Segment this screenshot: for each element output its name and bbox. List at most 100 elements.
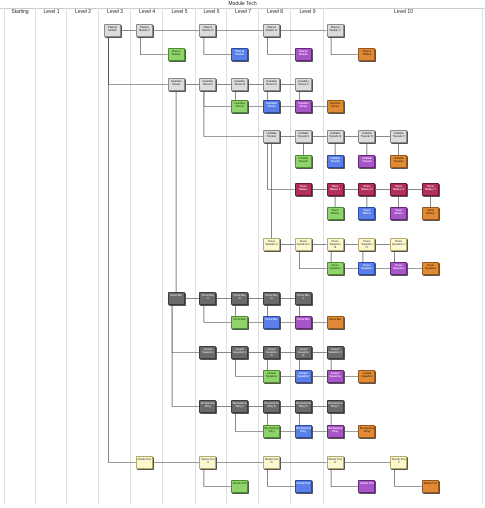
tech-node[interactable]: Bombardment Wing (199, 400, 217, 413)
tech-node[interactable]: Unifiable Torpedo (294, 155, 312, 168)
tech-node[interactable]: Bombardment Wing (358, 425, 376, 438)
tech-node[interactable]: Stone Battery IV (390, 183, 408, 196)
tech-node[interactable]: Assault Squadron (358, 370, 376, 383)
tech-node[interactable]: Unifiable Torpedo II (294, 130, 312, 143)
tech-node[interactable]: Plasma Module IV (263, 24, 280, 37)
tech-node[interactable]: Guardian Stones (231, 100, 249, 113)
tech-node[interactable]: Stone Battery V (422, 183, 439, 196)
tech-node[interactable]: Drone Bay III (231, 292, 249, 305)
tech-node[interactable]: Bombardment Wing III (263, 400, 280, 413)
tech-node[interactable]: Bombardment Wing IV (294, 400, 312, 413)
tech-node[interactable]: Drone Bay (294, 316, 312, 329)
tech-node[interactable]: Missile Pod II (199, 456, 217, 469)
level-header-8: Level 8 (266, 9, 284, 15)
level-column-0 (4, 8, 36, 504)
tech-node[interactable]: Drone Squadron (390, 262, 408, 275)
tech-node[interactable]: Drone Bay (326, 316, 344, 329)
tech-node[interactable]: Stone Battery (358, 207, 376, 220)
connector-n75-n79 (267, 469, 295, 487)
tech-node[interactable]: Drone Bay IV (263, 292, 280, 305)
tech-node[interactable]: Plasma Module (358, 48, 376, 61)
level-column-3 (99, 8, 131, 504)
tech-node[interactable]: Plasma Module (231, 48, 249, 61)
tech-node[interactable]: Stone Battery III (358, 183, 376, 196)
tech-node[interactable]: Drone Squadron III (326, 238, 344, 251)
tech-node[interactable]: Stone Battery (294, 183, 312, 196)
tech-node[interactable]: Drone Squadron II (294, 238, 312, 251)
connector-n47-n51 (203, 305, 232, 323)
tech-node[interactable]: Plasma Module (294, 48, 312, 61)
connector-n11-n19 (203, 91, 263, 137)
tech-node[interactable]: Missile Pod IV (326, 456, 344, 469)
tech-node[interactable]: Drone Bay (263, 316, 280, 329)
level-column-9 (291, 8, 324, 504)
tech-node[interactable]: Guardian Stones IV (263, 78, 280, 91)
tech-node[interactable]: Drone Squadron V (390, 238, 408, 251)
tech-node[interactable]: Missile Pod (358, 480, 376, 493)
level-header-4: Level 4 (138, 9, 156, 15)
tech-node[interactable]: Missile Pod (294, 480, 312, 493)
tech-node[interactable]: Unifiable Torpedo V (390, 130, 408, 143)
level-header-2: Level 2 (74, 9, 92, 15)
tech-node[interactable]: Unifiable Torpedo (263, 130, 280, 143)
connector-n38-n42 (298, 251, 327, 269)
tech-node[interactable]: Stone Battery (422, 207, 439, 220)
tech-node[interactable]: Assault Squadron (294, 370, 312, 383)
tech-node[interactable]: Drone Squadron IV (358, 238, 376, 251)
tech-node[interactable]: Assault Squadron (326, 370, 344, 383)
page-title: Module Tech (0, 0, 485, 9)
tech-node[interactable]: Stone Battery (390, 207, 408, 220)
tech-node[interactable]: Assault Squadron (199, 346, 217, 359)
tech-node[interactable]: Bombardment Wing (326, 425, 344, 438)
tech-node[interactable]: Drone Bay II (199, 292, 217, 305)
connector-n74-n78 (203, 469, 232, 487)
tech-node[interactable]: Guardian Stones (263, 100, 280, 113)
tech-node[interactable]: Guardian Stones (167, 78, 185, 91)
tech-node[interactable]: Stone Battery (326, 207, 344, 220)
level-header-7: Level 7 (234, 9, 252, 15)
tech-node[interactable]: Missile Pod III (263, 456, 280, 469)
tech-node[interactable]: Guardian Stones (326, 100, 344, 113)
tech-node[interactable]: Unifiable Torpedo (358, 155, 376, 168)
tech-node[interactable]: Unifiable Torpedo IV (358, 130, 376, 143)
tech-node[interactable]: Missile Pod (231, 480, 249, 493)
tech-node[interactable]: Guardian Stones V (294, 78, 312, 91)
tech-node[interactable]: Bombardment Wing (263, 425, 280, 438)
tech-node[interactable]: Drone Squadron (422, 262, 439, 275)
tech-node[interactable]: Unifiable Torpedo (390, 155, 408, 168)
connector-n46-n64 (171, 305, 200, 407)
level-column-8 (259, 8, 291, 504)
tech-node[interactable]: Assault Squadron II (231, 346, 249, 359)
connector-n1-n73 (108, 37, 136, 463)
tech-node[interactable]: Guardian Stones III (231, 78, 249, 91)
level-header-10: Level 10 (394, 9, 413, 15)
tech-node[interactable]: Missile Pod (422, 480, 439, 493)
tech-node[interactable]: Bombardment Wing II (231, 400, 249, 413)
tech-node[interactable]: Plasma Module V (326, 24, 344, 37)
tech-node[interactable]: Assault Squadron V (326, 346, 344, 359)
tech-node[interactable]: Guardian Stones (294, 100, 312, 113)
connector-n4-n8 (267, 37, 295, 55)
tech-node[interactable]: Drone Bay (167, 292, 185, 305)
tech-node[interactable]: Plasma Module (167, 48, 185, 61)
tech-node[interactable]: Assault Squadron (263, 370, 280, 383)
tech-node[interactable]: Plasma Module (104, 24, 121, 37)
tech-node[interactable]: Bombardment Wing V (326, 400, 344, 413)
tech-node[interactable]: Missile Pod V (390, 456, 408, 469)
tech-node[interactable]: Drone Bay (231, 316, 249, 329)
tech-node[interactable]: Plasma Module II (135, 24, 153, 37)
tech-node[interactable]: Drone Squadron I (263, 238, 280, 251)
tech-node[interactable]: Plasma Module III (199, 24, 217, 37)
tech-node[interactable]: Drone Squadron (326, 262, 344, 275)
tech-node[interactable]: Unifiable Torpedo III (326, 130, 344, 143)
tech-node[interactable]: Guardian Stones II (199, 78, 217, 91)
tech-node[interactable]: Assault Squadron III (263, 346, 280, 359)
tech-node[interactable]: Drone Squadron (358, 262, 376, 275)
tech-node[interactable]: Drone Bay V (294, 292, 312, 305)
tech-node[interactable]: Bombardment Wing (294, 425, 312, 438)
tech-node[interactable]: Unifiable Torpedo (326, 155, 344, 168)
tech-node[interactable]: Assault Squadron IV (294, 346, 312, 359)
tech-node[interactable]: Missile Pod (135, 456, 153, 469)
tech-node[interactable]: Stone Battery II (326, 183, 344, 196)
